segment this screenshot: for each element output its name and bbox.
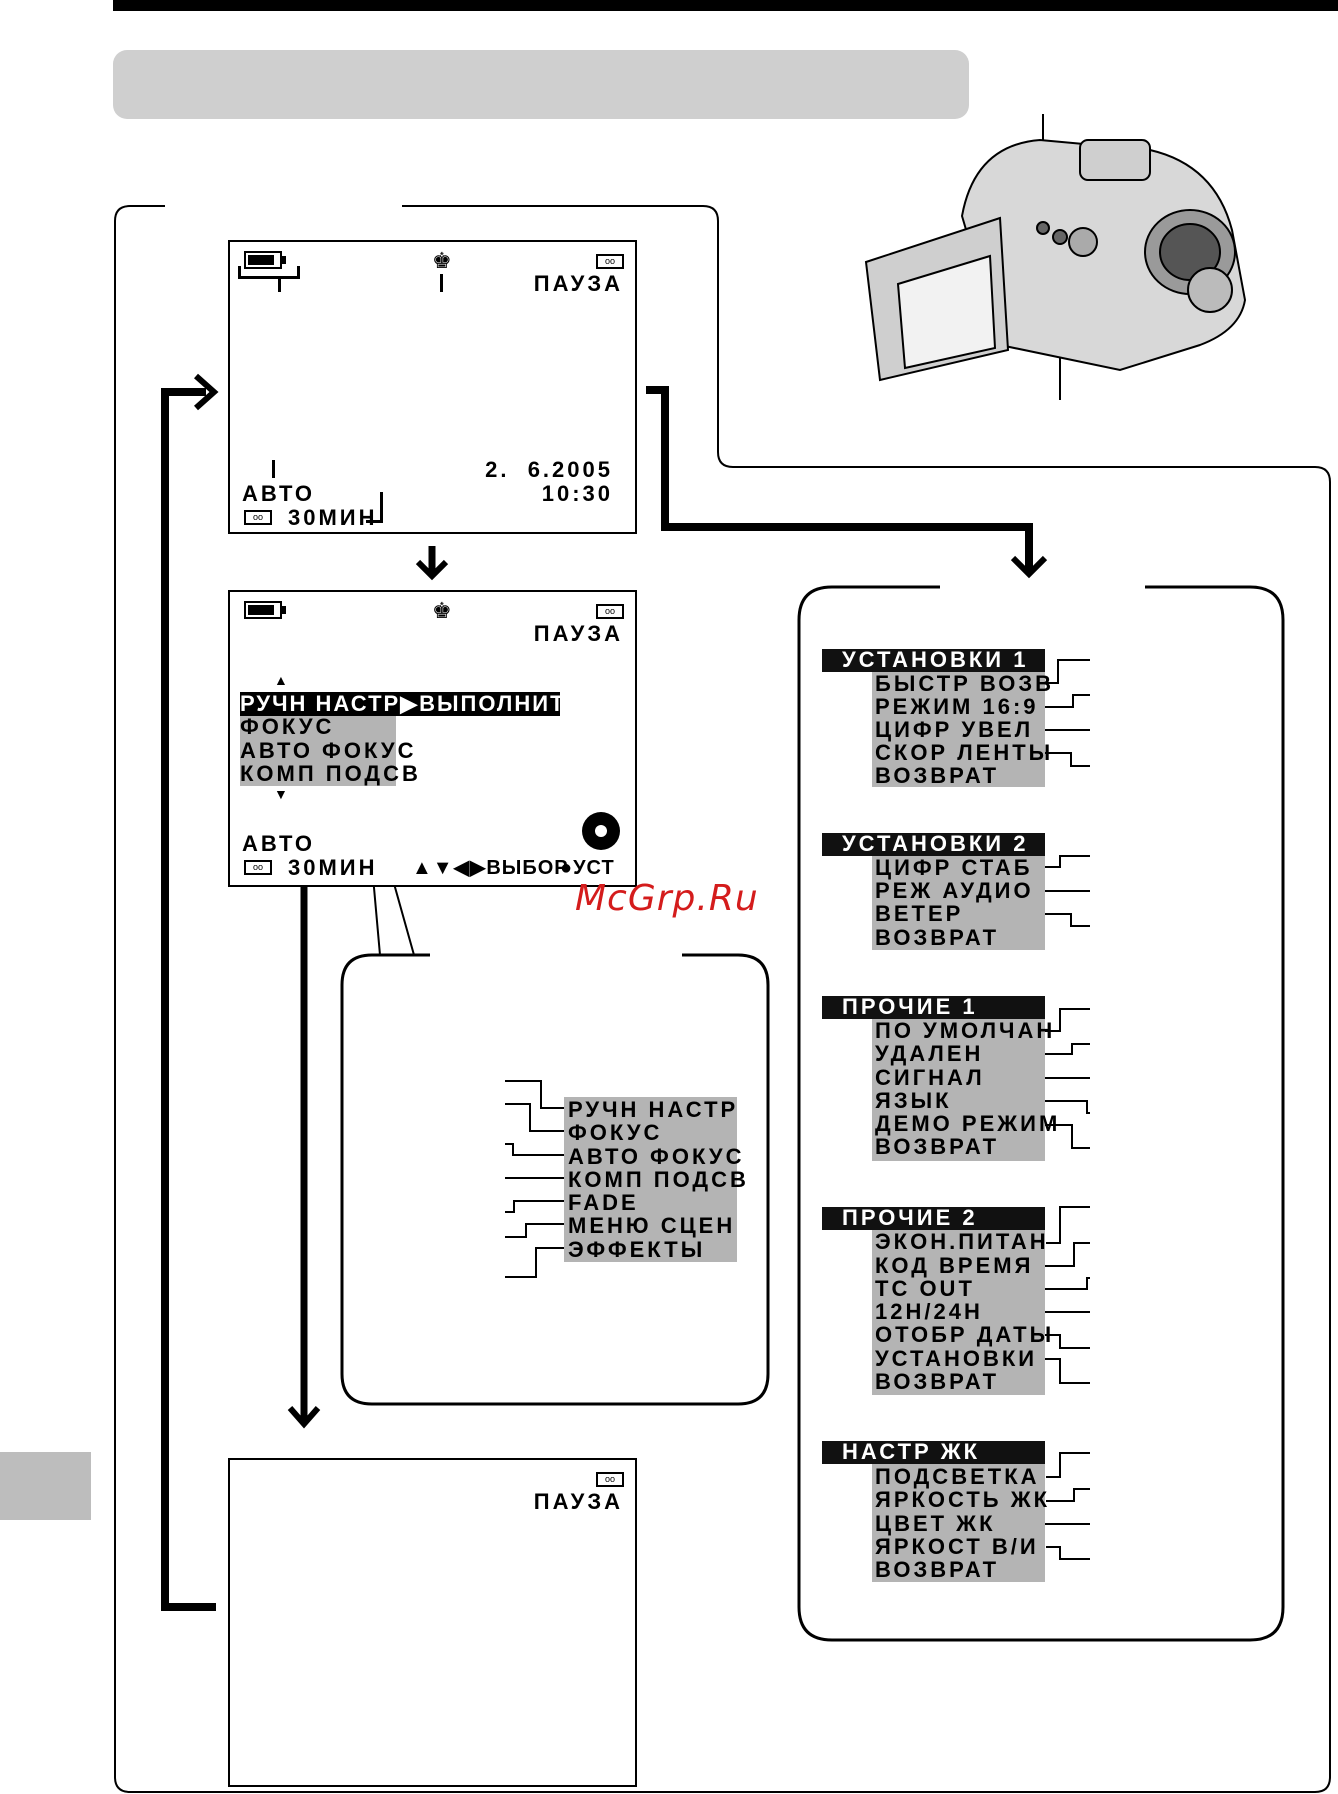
setup-menu-3-body <box>872 1019 1045 1161</box>
setup-menu-2-body <box>872 856 1045 950</box>
setup-item[interactable]: ЯРКОСТЬ ЖК <box>875 1487 1051 1512</box>
setup-item[interactable]: ВОЗВРАТ <box>875 1557 1000 1582</box>
pause-indicator: ПАУЗА <box>533 271 623 296</box>
setup-item[interactable]: РЕЖИМ 16:9 <box>875 694 1039 719</box>
setup-item[interactable]: TC OUT <box>875 1276 975 1301</box>
scene-pointer <box>440 274 443 292</box>
setup-menu-5-body <box>872 1464 1045 1582</box>
setup-item[interactable]: КОД ВРЕМЯ <box>875 1253 1034 1278</box>
setup-item[interactable]: БЫСТР ВОЗВ <box>875 671 1055 696</box>
tape-icon: oo <box>244 860 272 875</box>
setup-item[interactable]: ДЕМО РЕЖИМ <box>875 1111 1061 1136</box>
setup-item[interactable]: ЦВЕТ ЖК <box>875 1511 996 1536</box>
osd-screen-menu: ♚ oo ПАУЗА ▲ РУЧН НАСТР▶ВЫПОЛНИТЬ ФОКУС … <box>228 590 637 887</box>
top-rule <box>113 0 1338 11</box>
callout-item-focus: ФОКУС <box>568 1120 663 1145</box>
auto-mode-label: АВТО <box>242 831 315 856</box>
menu-item-manual-setup[interactable]: РУЧН НАСТР▶ВЫПОЛНИТЬ <box>240 691 584 716</box>
setup-menu-2-title: УСТАНОВКИ 2 <box>822 832 1045 856</box>
setup-item[interactable]: УСТАНОВКИ <box>875 1346 1038 1371</box>
cassette-icon: oo <box>596 604 624 619</box>
battery-bracket <box>238 266 300 279</box>
setup-item[interactable]: 12H/24H <box>875 1299 983 1324</box>
callout-item-fade: FADE <box>568 1190 639 1215</box>
setup-item[interactable]: ПО УМОЛЧАН <box>875 1018 1056 1043</box>
callout-item-effects: ЭФФЕКТЫ <box>568 1237 706 1262</box>
setup-item[interactable]: ЭКОН.ПИТАН <box>875 1229 1049 1254</box>
setup-item[interactable]: ЯРКОСТ В/И <box>875 1534 1039 1559</box>
time-readout: 10:30 <box>541 481 613 506</box>
chapter-side-tab <box>0 1452 91 1520</box>
set-hint: ●УСТ <box>560 857 615 879</box>
menu-gray-backdrop <box>240 712 396 786</box>
setup-item[interactable]: ВОЗВРАТ <box>875 763 1000 788</box>
tape-remaining: 30МИН <box>288 505 378 530</box>
section-title-bar <box>113 50 969 119</box>
watermark: McGrp.Ru <box>575 878 759 919</box>
pause-indicator: ПАУЗА <box>533 1489 623 1514</box>
callout-item-backlight: КОМП ПОДСВ <box>568 1167 749 1192</box>
setup-menu-4-body <box>872 1230 1045 1395</box>
scroll-up-icon: ▲ <box>274 672 288 688</box>
cassette-icon: oo <box>596 254 624 269</box>
setup-item[interactable]: ВОЗВРАТ <box>875 1134 1000 1159</box>
setup-item[interactable]: ВОЗВРАТ <box>875 925 1000 950</box>
mode-pointer <box>272 460 275 478</box>
setup-item[interactable]: УДАЛЕН <box>875 1041 984 1066</box>
setup-item[interactable]: ЯЗЫК <box>875 1088 952 1113</box>
date-readout: 2. 6.2005 <box>485 457 613 482</box>
select-hint: ▲▼◀▶ВЫБОР <box>412 857 569 879</box>
osd-screen-blank: oo ПАУЗА <box>228 1458 637 1787</box>
cassette-icon: oo <box>596 1472 624 1487</box>
joystick-icon <box>582 812 620 850</box>
setup-item[interactable]: ПОДСВЕТКА <box>875 1464 1040 1489</box>
tape-icon: oo <box>244 510 272 525</box>
setup-item[interactable]: СКОР ЛЕНТЫ <box>875 740 1054 765</box>
setup-item[interactable]: РЕЖ АУДИО <box>875 878 1034 903</box>
setup-menu-1-body <box>872 672 1045 787</box>
setup-item[interactable]: СИГНАЛ <box>875 1065 985 1090</box>
pause-indicator: ПАУЗА <box>533 621 623 646</box>
callout-menu <box>564 1097 737 1262</box>
callout-item-auto-focus: АВТО ФОКУС <box>568 1144 745 1169</box>
scene-mode-icon: ♚ <box>432 598 452 623</box>
battery-icon <box>244 251 286 269</box>
setup-item[interactable]: ВОЗВРАТ <box>875 1369 1000 1394</box>
setup-menu-5-title: НАСТР ЖК <box>822 1440 1045 1464</box>
setup-item[interactable]: ВЕТЕР <box>875 901 964 926</box>
tape-remaining: 30МИН <box>288 855 378 880</box>
tape-bracket <box>366 492 383 523</box>
setup-item[interactable]: ОТОБР ДАТЫ <box>875 1322 1055 1347</box>
setup-item[interactable]: ЦИФР СТАБ <box>875 855 1033 880</box>
osd-screen-standby: ♚ oo ПАУЗА 2. 6.2005 10:30 АВТО oo 30МИН <box>228 240 637 534</box>
setup-menu-4-title: ПРОЧИЕ 2 <box>822 1206 1045 1230</box>
auto-mode-label: АВТО <box>242 481 315 506</box>
menu-item-backlight[interactable]: КОМП ПОДСВ <box>240 761 421 786</box>
battery-icon <box>244 601 286 619</box>
battery-pointer <box>278 276 281 292</box>
scene-mode-icon: ♚ <box>432 248 452 273</box>
setup-item[interactable]: ЦИФР УВЕЛ <box>875 717 1034 742</box>
menu-item-focus[interactable]: ФОКУС <box>240 714 335 739</box>
setup-menu-3-title: ПРОЧИЕ 1 <box>822 995 1045 1019</box>
callout-item-manual-setup: РУЧН НАСТР <box>568 1097 739 1122</box>
menu-item-auto-focus[interactable]: АВТО ФОКУС <box>240 738 417 763</box>
setup-menu-1-title: УСТАНОВКИ 1 <box>822 648 1045 672</box>
osd-menu-list: РУЧН НАСТР▶ВЫПОЛНИТЬ ФОКУС АВТО ФОКУС КО… <box>240 692 581 786</box>
scroll-down-icon: ▼ <box>274 786 288 802</box>
callout-item-scene-menu: МЕНЮ СЦЕН <box>568 1213 736 1238</box>
